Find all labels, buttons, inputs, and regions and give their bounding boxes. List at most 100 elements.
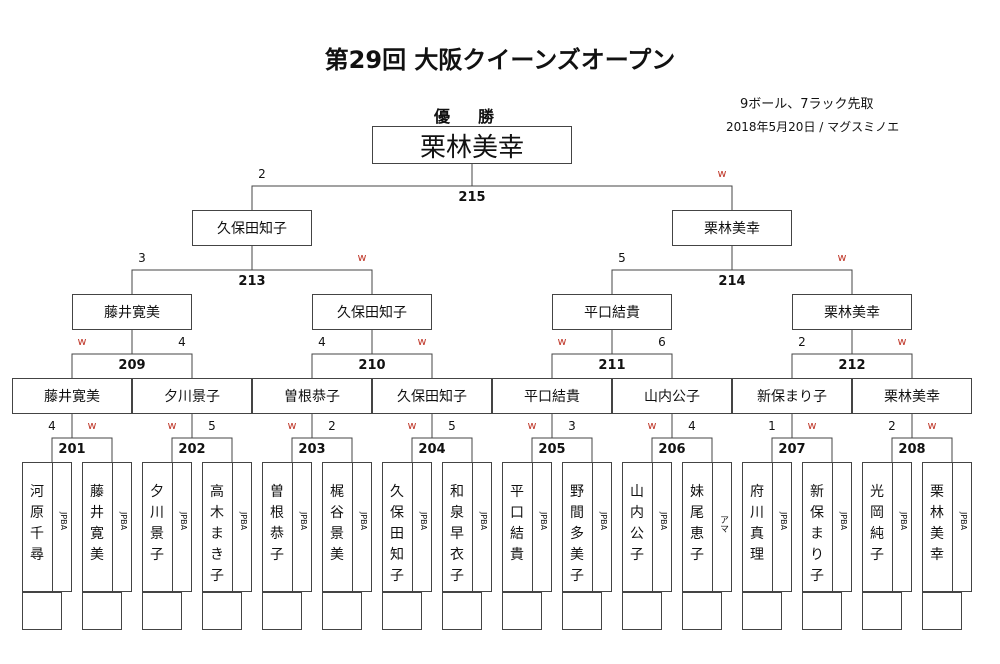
player-card-divider (532, 462, 552, 592)
score-label: 3 (138, 251, 146, 265)
match-number: 204 (418, 442, 446, 457)
player-card-footer (22, 592, 62, 630)
match-number: 210 (358, 358, 386, 373)
player-card-divider (652, 462, 672, 592)
score-label: w (77, 335, 87, 348)
player-card-divider (412, 462, 432, 592)
player-name-box: 山内公子 (612, 378, 732, 414)
player-name-vertical: 久保田知子 (390, 484, 404, 584)
score-label: 6 (658, 335, 666, 349)
player-name-vertical: 高木まき子 (210, 484, 224, 584)
player-card-divider (172, 462, 192, 592)
player-affiliation: JPBA (419, 512, 428, 531)
score-label: 2 (798, 335, 806, 349)
score-label: w (287, 419, 297, 432)
player-name-vertical: 妹尾恵子 (690, 484, 704, 563)
player-card-footer (622, 592, 662, 630)
score-label: w (527, 419, 537, 432)
player-card-footer (682, 592, 722, 630)
player-name-vertical: 栗林美幸 (930, 484, 944, 563)
player-name-vertical: 光岡純子 (870, 484, 884, 563)
match-number: 213 (238, 274, 266, 289)
player-card-footer (382, 592, 422, 630)
player-name-box: 平口結貴 (492, 378, 612, 414)
player-name-box: 久保田知子 (312, 294, 432, 330)
score-label: 4 (318, 335, 326, 349)
score-label: w (647, 419, 657, 432)
score-label: w (717, 167, 727, 180)
player-name-vertical: 平口結貴 (510, 484, 524, 563)
player-affiliation: JPBA (359, 512, 368, 531)
match-rules: 9ボール、7ラック先取 (740, 97, 874, 112)
player-name-vertical: 梶谷景美 (330, 484, 344, 563)
player-card-divider (112, 462, 132, 592)
player-affiliation: JPBA (959, 512, 968, 531)
score-label: w (927, 419, 937, 432)
player-affiliation: JPBA (479, 512, 488, 531)
match-number: 206 (658, 442, 686, 457)
player-affiliation: JPBA (899, 512, 908, 531)
score-label: 5 (618, 251, 626, 265)
player-affiliation: JPBA (779, 512, 788, 531)
score-label: 2 (888, 419, 896, 433)
score-label: 1 (768, 419, 776, 433)
score-label: w (407, 419, 417, 432)
match-number: 202 (178, 442, 206, 457)
match-number: 205 (538, 442, 566, 457)
score-label: 5 (208, 419, 216, 433)
player-card-footer (202, 592, 242, 630)
player-name-vertical: 野間多美子 (570, 484, 584, 584)
player-affiliation: JPBA (119, 512, 128, 531)
match-number: 209 (118, 358, 146, 373)
score-label: 4 (178, 335, 186, 349)
player-affiliation: JPBA (839, 512, 848, 531)
player-name-vertical: 夕川景子 (150, 484, 164, 563)
player-card-divider (232, 462, 252, 592)
player-card-footer (262, 592, 302, 630)
player-card-footer (802, 592, 842, 630)
player-name-box: 夕川景子 (132, 378, 252, 414)
player-card-footer (442, 592, 482, 630)
player-name-box: 藤井寛美 (72, 294, 192, 330)
player-affiliation: JPBA (659, 512, 668, 531)
match-number: 212 (838, 358, 866, 373)
player-name-box: 藤井寛美 (12, 378, 132, 414)
score-label: 3 (568, 419, 576, 433)
champion-box: 栗林美幸 (372, 126, 572, 164)
player-card-divider (892, 462, 912, 592)
player-name-box: 久保田知子 (372, 378, 492, 414)
match-number: 214 (718, 274, 746, 289)
player-card-footer (322, 592, 362, 630)
player-name-vertical: 山内公子 (630, 484, 644, 563)
match-number: 211 (598, 358, 626, 373)
player-affiliation: JPBA (179, 512, 188, 531)
score-label: w (807, 419, 817, 432)
player-name-box: 曽根恭子 (252, 378, 372, 414)
score-label: w (87, 419, 97, 432)
match-number: 203 (298, 442, 326, 457)
player-name-box: 栗林美幸 (852, 378, 972, 414)
player-affiliation: JPBA (599, 512, 608, 531)
player-name-vertical: 河原千尋 (30, 484, 44, 563)
player-card-footer (562, 592, 602, 630)
player-affiliation: JPBA (539, 512, 548, 531)
player-card-divider (952, 462, 972, 592)
player-name-vertical: 新保まり子 (810, 484, 824, 584)
player-card-divider (592, 462, 612, 592)
player-name-box: 新保まり子 (732, 378, 852, 414)
score-label: 4 (688, 419, 696, 433)
player-name-box: 栗林美幸 (672, 210, 792, 246)
score-label: w (167, 419, 177, 432)
player-card-footer (862, 592, 902, 630)
score-label: 2 (258, 167, 266, 181)
player-affiliation: JPBA (299, 512, 308, 531)
score-label: 5 (448, 419, 456, 433)
score-label: w (897, 335, 907, 348)
player-card-divider (292, 462, 312, 592)
score-label: w (557, 335, 567, 348)
match-number: 201 (58, 442, 86, 457)
player-card-footer (142, 592, 182, 630)
player-affiliation: JPBA (59, 512, 68, 531)
match-number: 208 (898, 442, 926, 457)
player-name-vertical: 和泉早衣子 (450, 484, 464, 584)
